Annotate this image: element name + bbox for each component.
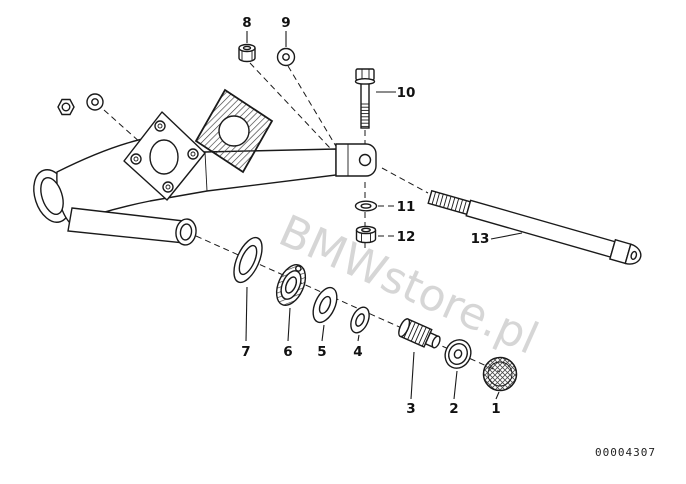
shaft-threads xyxy=(431,191,467,214)
callout-6: 6 xyxy=(283,344,292,360)
callout-3: 3 xyxy=(406,401,415,417)
callout-7: 7 xyxy=(241,344,250,360)
callout-9: 9 xyxy=(281,15,290,31)
callout-10: 10 xyxy=(397,85,416,101)
pivot-washer xyxy=(86,93,104,111)
part-8-nut xyxy=(238,43,256,63)
gasket-plate xyxy=(194,88,274,174)
callout-11: 11 xyxy=(397,199,416,215)
callout-8: 8 xyxy=(242,15,251,31)
callout-1: 1 xyxy=(491,401,500,417)
part-2-ring-nut xyxy=(444,339,472,369)
part-13-shaft xyxy=(427,189,642,265)
part-12-nut xyxy=(355,225,377,244)
callout-4: 4 xyxy=(353,344,362,360)
part-4-washer xyxy=(350,306,370,334)
callout-12: 12 xyxy=(397,229,416,245)
part-1-cap xyxy=(482,356,518,392)
swing-arm-drawing xyxy=(33,111,377,246)
part-3-threaded-plug xyxy=(398,318,441,349)
plug-threads xyxy=(403,320,431,347)
document-number: 00004307 xyxy=(595,446,656,459)
part-10-bolt xyxy=(354,68,376,129)
part-6-bearing xyxy=(275,264,307,306)
callout-2: 2 xyxy=(449,401,458,417)
part-5-washer xyxy=(312,286,338,324)
callout-5: 5 xyxy=(317,344,326,360)
callout-leader-lines xyxy=(245,31,523,400)
callout-13: 13 xyxy=(471,231,490,247)
part-7-bushing xyxy=(233,236,263,284)
pivot-nut xyxy=(57,98,75,116)
part-9-washer xyxy=(276,47,296,67)
bolt-threads xyxy=(360,103,370,127)
part-11-washer xyxy=(354,200,378,212)
